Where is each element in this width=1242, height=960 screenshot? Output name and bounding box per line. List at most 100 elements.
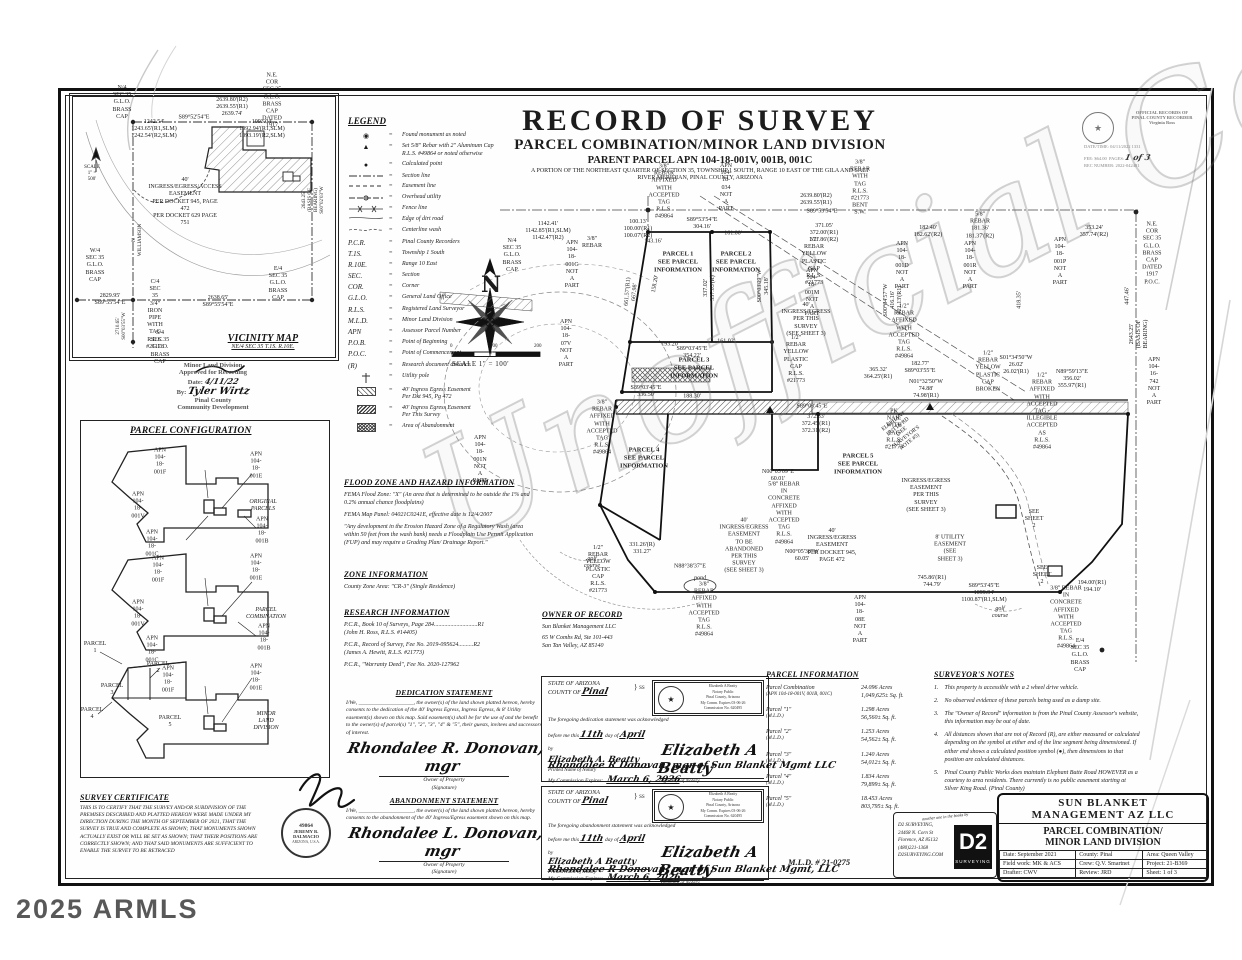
- recorder-name: Virginia Ross: [1149, 120, 1175, 125]
- scale-text: SCALE 1" = 100': [452, 360, 509, 368]
- parcel-configuration-panel: [80, 420, 330, 778]
- notary-block-dedication: STATE OF ARIZONA COUNTY OF Pinal } SS ★ …: [541, 676, 837, 785]
- client-name-1: SUN BLANKET: [1058, 797, 1148, 809]
- legend-abbrev-row: R.L.S. =Registered Land Surveyor: [348, 305, 465, 314]
- approval-stamp: Minor Land Division Approved for Recordi…: [176, 362, 251, 411]
- legend-title: LEGEND: [348, 116, 387, 126]
- recorder-header2: PINAL COUNTY RECORDER: [1131, 115, 1193, 120]
- legend-hatch-row: = 40' Ingress Egress Easement Per Dkt 94…: [348, 386, 498, 402]
- legend-abbrev-row: SEC. =Section: [348, 272, 420, 281]
- dedication-signature: Rhondalee R. Donovan, mgr: [346, 739, 546, 776]
- flood-zone-section: FLOOD ZONE AND HAZARD INFORMATION FEMA F…: [344, 478, 533, 547]
- calculated-point-icon: ●: [363, 161, 369, 170]
- page-subtitle: PARCEL COMBINATION/MINOR LAND DIVISION: [514, 137, 886, 153]
- title-head: RECORD OF SURVEY PARCEL COMBINATION/MINO…: [470, 104, 930, 182]
- page-title: RECORD OF SURVEY: [522, 104, 878, 137]
- zone-information-section: ZONE INFORMATION County Zone Area: "CR-3…: [344, 570, 456, 590]
- d2-surveying-block: another one in the books by D2 SURVEYING…: [893, 812, 997, 878]
- legend-abbrev-row: (R) =Research document distance: [348, 361, 471, 370]
- easement-hatch-b-icon: [348, 404, 384, 414]
- parcel-information-section: PARCEL INFORMATION Parcel Combination (A…: [766, 670, 904, 811]
- legend-abbrev-row: R.10E. =Range 10 East: [348, 260, 437, 269]
- recorder-header: OFFICIAL RECORDS OF: [1135, 110, 1189, 115]
- project-title-1: PARCEL COMBINATION/: [1043, 826, 1163, 837]
- scale-tick: 100: [490, 344, 498, 349]
- county-handwritten: Pinal: [581, 687, 610, 697]
- legend-row: ▲ = Set 5/8" Rebar with 2" Aluminum Cap …: [348, 143, 498, 158]
- expiration-handwritten: March 6, 2026: [606, 873, 682, 883]
- notary-stamp: ★ Elizabeth A Beatty Notary Public Pinal…: [652, 789, 764, 823]
- notary-printed-name: Elizabeth A. Beatty: [546, 755, 641, 765]
- set-rebar-icon: ▲: [362, 143, 370, 152]
- abandonment-signature: Rhondalee L. Donovan, mgr: [347, 823, 545, 860]
- notary-printed-name: Elizabeth A Beatty: [546, 857, 638, 867]
- legend-abbrev-row: T.1S. =Township 1 South: [348, 249, 445, 258]
- armls-watermark: 2025 ARMLS: [16, 894, 199, 924]
- legend-abbrev-row: COR. =Corner: [348, 283, 420, 292]
- legend-row: = Fence line: [348, 205, 498, 213]
- centerline-wash-icon: [348, 227, 384, 233]
- notary-stamp: ★ Elizabeth A Beatty Notary Public Pinal…: [652, 680, 764, 716]
- field-label: DATE/TIME:: [1084, 144, 1109, 149]
- field-label: PAGES:: [1109, 155, 1125, 161]
- abandonment-statement: ABANDONMENT STATEMENT I/We, ____________…: [346, 796, 545, 877]
- legend-row: = Edge of dirt road: [348, 216, 498, 224]
- county-seal-icon: ★: [1082, 112, 1114, 144]
- notary-seal-icon: ★: [658, 794, 684, 820]
- legend-abbrev-row: P.O.B. =Point of Beginning: [348, 339, 448, 348]
- abandonment-hatch-icon: [348, 423, 384, 433]
- seal-number: 49864: [299, 822, 313, 829]
- field-value: $64.00: [1094, 155, 1107, 161]
- seal-name: JEREMY R. DALMACIO: [292, 828, 320, 840]
- utility-pole-icon: [348, 372, 384, 383]
- legend-abbrev-row: G.L.O. =General Land Office: [348, 294, 452, 303]
- legend-panel: LEGEND ◉ = Found monument as noted ▲ = S…: [348, 116, 498, 435]
- d2-tagline: another one in the books by: [921, 811, 969, 822]
- field-value: 04/11/2022 1331: [1110, 144, 1141, 149]
- legend-row: ◉ = Found monument as noted: [348, 132, 498, 140]
- field-label: FEE:: [1084, 155, 1094, 161]
- legend-hatch-row: = Area of Abandonment: [348, 423, 498, 433]
- legend-row: = Centerline wash: [348, 227, 498, 235]
- legend-row: = Section line: [348, 173, 498, 181]
- surveyor-seal: 49864 JEREMY R. DALMACIO ARIZONA, U.S.A.: [281, 808, 331, 858]
- legend-abbrev-row: P.C.R. =Pinal County Recorders: [348, 238, 460, 247]
- scale-tick: 0: [450, 344, 453, 349]
- d2-logo: D2 SURVEYING: [954, 825, 992, 869]
- legend-row: ● = Calculated point: [348, 161, 498, 169]
- vicinity-map-title: VICINITY MAP NE/4 SEC 35 T.1S. R.10E.: [227, 333, 299, 350]
- north-label: N: [481, 272, 502, 298]
- county-handwritten: Pinal: [581, 796, 610, 806]
- legend-abbrev-row: M.L.D. =Minor Land Division: [348, 316, 453, 325]
- approval-signature: Tyler Wirtz: [186, 386, 251, 397]
- pages-handwritten: 1 of 3: [1124, 151, 1152, 162]
- legend-row: = Easement line: [348, 183, 498, 191]
- legend-abbrev-row: =Utility pole: [348, 372, 498, 383]
- scale-tick: 200: [534, 344, 542, 349]
- dedication-statement: DEDICATION STATEMENT I/We, _____________…: [346, 688, 546, 792]
- notary-seal-icon: ★: [658, 686, 684, 712]
- research-information-section: RESEARCH INFORMATION P.C.R., Book 10 of …: [344, 608, 485, 669]
- easement-hatch-a-icon: [348, 386, 384, 396]
- legal-desc-1: A PORTION OF THE NORTHEAST QUARTER OF SE…: [531, 168, 869, 174]
- legend-abbrev-row: APN =Assessor Parcel Number: [348, 328, 462, 336]
- legal-desc-2: RIVER MERIDIAN, PINAL COUNTY, ARIZONA: [637, 175, 763, 181]
- sheet-title-block: SUN BLANKET MANAGEMENT AZ LLC PARCEL COM…: [997, 793, 1209, 882]
- parent-parcel: PARENT PARCEL APN 104-18-001V, 001B, 001…: [587, 155, 813, 166]
- project-title-2: MINOR LAND DIVISION: [1045, 837, 1161, 848]
- legend-hatch-row: = 40' Ingress Egress Easement Per This S…: [348, 404, 498, 420]
- mld-number: M.L.D. # 21-0275: [788, 857, 851, 867]
- easement-line-icon: [348, 183, 384, 189]
- section-line-icon: [348, 173, 384, 179]
- seal-state: ARIZONA, U.S.A.: [292, 839, 320, 844]
- parcel-configuration-title: PARCEL CONFIGURATION: [130, 426, 252, 436]
- legend-abbrev-row: P.O.C. =Point of Commencement: [348, 350, 461, 359]
- notary-block-abandonment: STATE OF ARIZONA COUNTY OF Pinal } SS ★ …: [541, 786, 840, 886]
- titleblock-table: Date: September 2021 County: Pinal Area:…: [998, 850, 1207, 878]
- vicinity-map-panel: [69, 93, 339, 361]
- legend-row: = Overhead utility: [348, 194, 498, 202]
- expiration-handwritten: March 6, 2026: [606, 775, 682, 785]
- dirt-road-edge-icon: [348, 216, 384, 222]
- field-label: REC NUMBER:: [1084, 162, 1115, 168]
